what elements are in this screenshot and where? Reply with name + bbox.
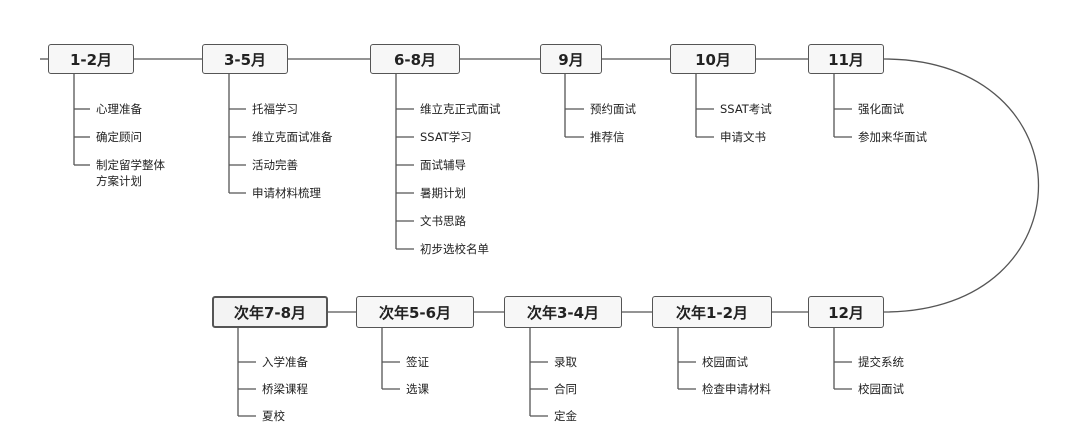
item-top-5-2: 申请文书 <box>720 130 766 144</box>
item-top-1-1: 心理准备 <box>96 102 142 116</box>
item-top-3-6: 初步选校名单 <box>420 242 489 256</box>
item-bottom-2-2: 选课 <box>406 382 429 396</box>
item-top-6-1: 强化面试 <box>858 102 904 116</box>
node-bottom-5: 12月 <box>808 296 884 328</box>
item-top-6-2: 参加来华面试 <box>858 130 927 144</box>
item-top-2-3: 活动完善 <box>252 158 298 172</box>
item-top-1-2: 确定顾问 <box>96 130 142 144</box>
item-bottom-2-1: 签证 <box>406 355 429 369</box>
item-bottom-5-2: 校园面试 <box>858 382 904 396</box>
node-top-6: 11月 <box>808 44 884 74</box>
node-bottom-4: 次年1-2月 <box>652 296 772 328</box>
item-bottom-1-2: 桥梁课程 <box>262 382 308 396</box>
item-top-1-3: 制定留学整体方案计划 <box>96 158 165 188</box>
item-bottom-1-1: 入学准备 <box>262 355 308 369</box>
node-top-3: 6-8月 <box>370 44 460 74</box>
item-top-2-2: 维立克面试准备 <box>252 130 333 144</box>
item-bottom-3-1: 录取 <box>554 355 577 369</box>
connector-arc <box>883 58 1040 313</box>
item-top-3-5: 文书思路 <box>420 214 466 228</box>
item-top-3-1: 维立克正式面试 <box>420 102 501 116</box>
node-top-1: 1-2月 <box>48 44 134 74</box>
item-bottom-4-2: 检查申请材料 <box>702 382 771 396</box>
item-bottom-1-3: 夏校 <box>262 409 285 423</box>
item-top-4-2: 推荐信 <box>590 130 625 144</box>
item-top-3-4: 暑期计划 <box>420 186 466 200</box>
item-top-3-3: 面试辅导 <box>420 158 466 172</box>
item-top-2-4: 申请材料梳理 <box>252 186 321 200</box>
node-top-5: 10月 <box>670 44 756 74</box>
item-top-5-1: SSAT考试 <box>720 102 772 116</box>
item-bottom-3-2: 合同 <box>554 382 577 396</box>
item-bottom-3-3: 定金 <box>554 409 577 423</box>
node-top-4: 9月 <box>540 44 602 74</box>
node-bottom-2: 次年5-6月 <box>356 296 474 328</box>
item-top-3-2: SSAT学习 <box>420 130 472 144</box>
item-top-2-1: 托福学习 <box>252 102 298 116</box>
node-top-2: 3-5月 <box>202 44 288 74</box>
item-bottom-5-1: 提交系统 <box>858 355 904 369</box>
item-bottom-4-1: 校园面试 <box>702 355 748 369</box>
node-bottom-1: 次年7-8月 <box>212 296 328 328</box>
node-bottom-3: 次年3-4月 <box>504 296 622 328</box>
item-top-4-1: 预约面试 <box>590 102 636 116</box>
